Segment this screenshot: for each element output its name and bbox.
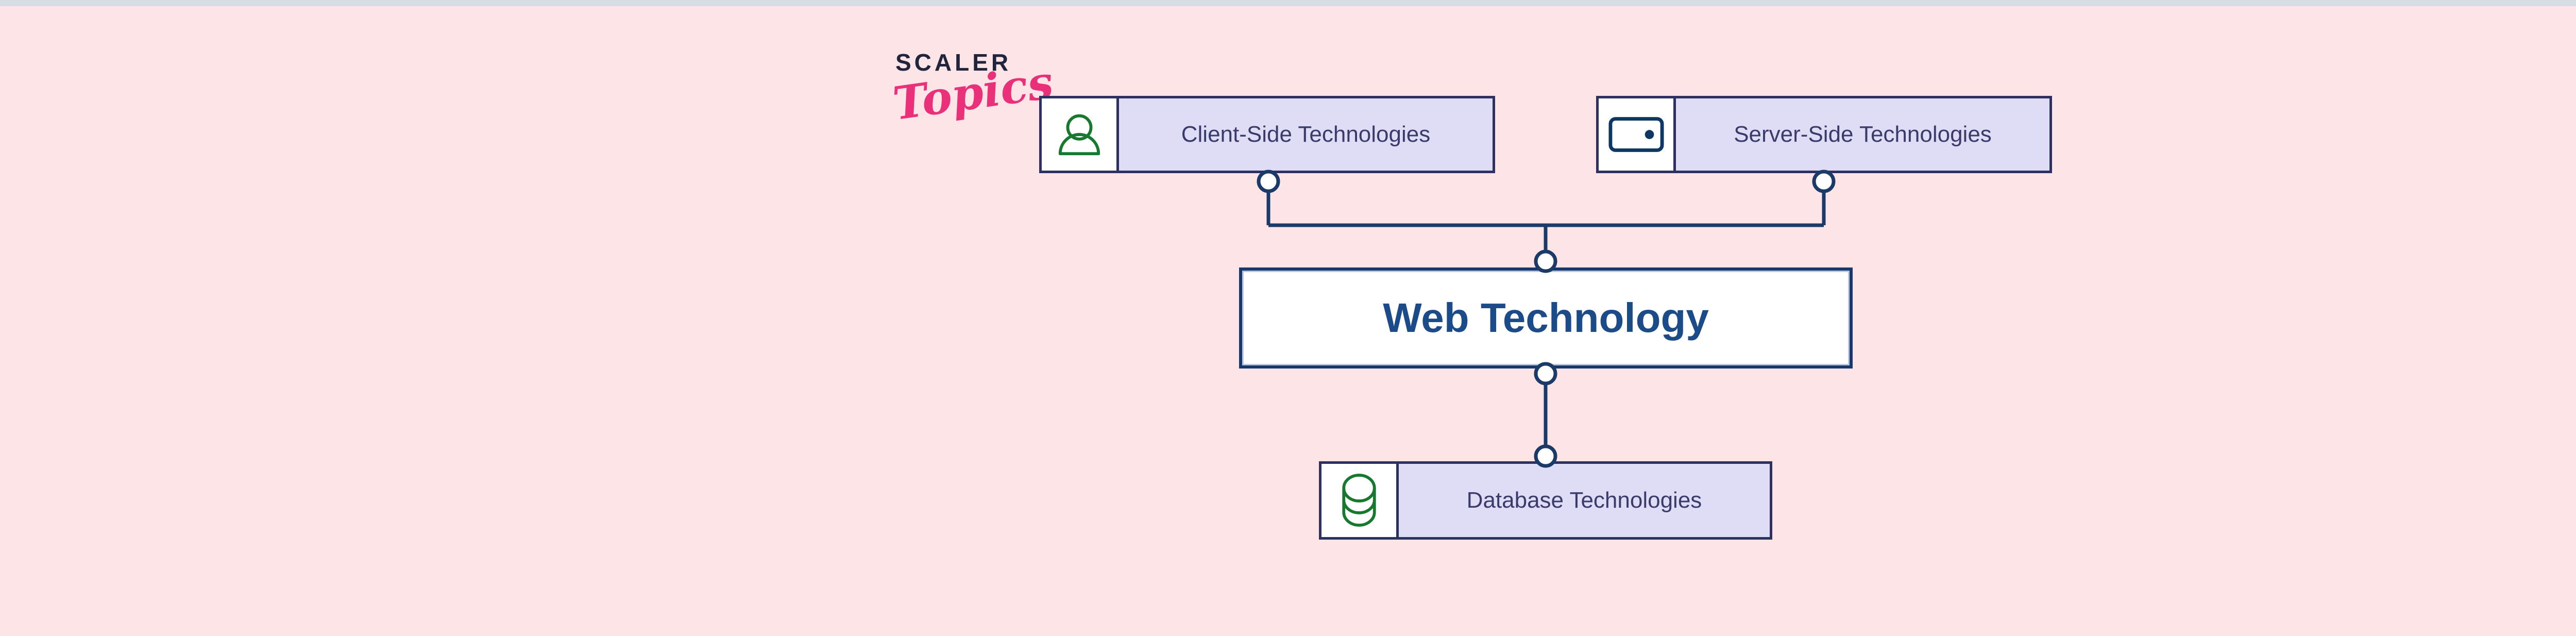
database-icon-cell [1321, 464, 1399, 537]
database-label-cell: Database Technologies [1399, 464, 1770, 537]
node-label: Client-Side Technologies [1181, 122, 1431, 147]
server-icon [1608, 117, 1664, 152]
node-label: Database Technologies [1466, 488, 1702, 513]
client-node: Client-Side Technologies [1039, 96, 1495, 173]
junction-dot-server [1812, 170, 1836, 193]
node-label: Server-Side Technologies [1734, 122, 1992, 147]
server-label-cell: Server-Side Technologies [1676, 98, 2049, 171]
database-icon [1342, 474, 1376, 527]
junction-dot-client [1257, 170, 1280, 193]
scaler-logo: SCALER Topics [890, 49, 1057, 130]
server-icon-cell [1599, 98, 1676, 171]
server-node: Server-Side Technologies [1596, 96, 2052, 173]
logo-brand-text: SCALER [895, 49, 1012, 76]
client-label-cell: Client-Side Technologies [1119, 98, 1493, 171]
user-icon [1058, 114, 1100, 156]
client-icon-cell [1042, 98, 1119, 171]
root-label: Web Technology [1383, 295, 1709, 341]
top-bar [0, 0, 2576, 6]
web-technology-node: Web Technology [1239, 267, 1853, 369]
database-node: Database Technologies [1319, 461, 1772, 540]
